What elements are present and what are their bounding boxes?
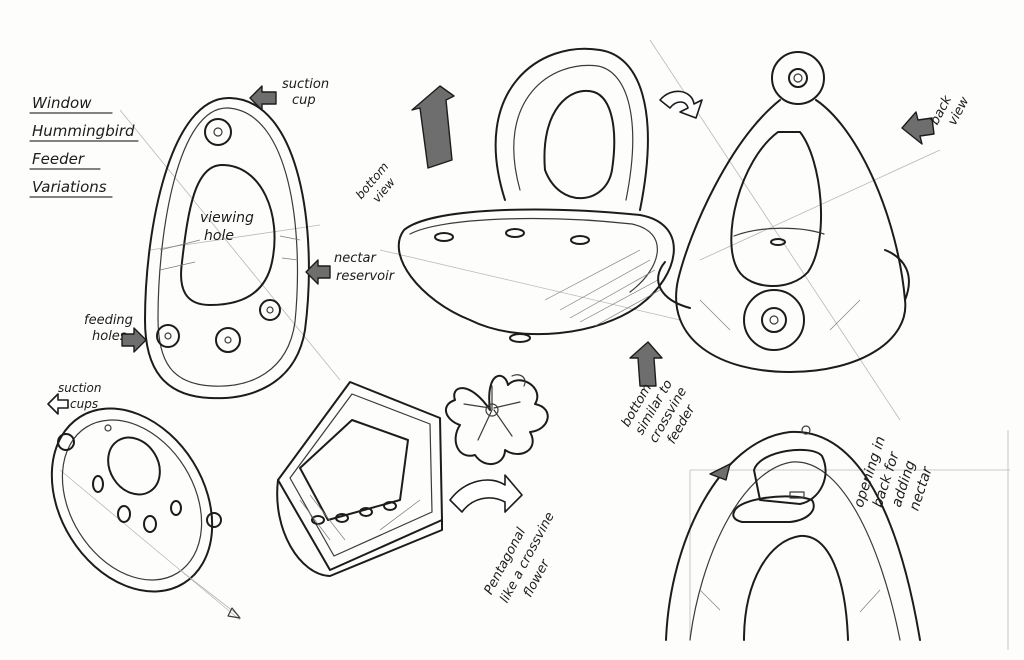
title-line-1: Window: [32, 94, 92, 112]
block-arrow-icon: [47, 393, 69, 415]
label-nectar-reservoir: nectar reservoir: [305, 251, 396, 285]
label-bottom-view: bottom view: [353, 85, 455, 205]
title-line-2: Hummingbird: [32, 122, 135, 140]
rotate-arrow: [659, 90, 703, 119]
back-opening-feeder-sketch: [665, 425, 921, 641]
pentagonal-feeder-sketch: [276, 381, 443, 577]
svg-text:cups: cups: [70, 397, 98, 411]
label-feeding-holes: feeding holes: [84, 313, 147, 353]
block-arrow-icon: [249, 85, 277, 111]
block-arrow-icon: [121, 327, 147, 353]
svg-text:feeding: feeding: [84, 313, 133, 328]
svg-text:reservoir: reservoir: [336, 269, 396, 284]
title-block: Window Hummingbird Feeder Variations: [29, 94, 139, 198]
block-arrow-icon: [901, 111, 935, 145]
block-arrow-icon: [305, 259, 331, 285]
back-view-feeder-sketch: [657, 51, 910, 373]
bottom-view-feeder-sketch: [397, 47, 675, 343]
svg-text:nectar: nectar: [334, 251, 377, 266]
svg-text:cup: cup: [292, 93, 316, 108]
rotate-arrow-icon: [659, 90, 703, 119]
curved-arrow-icon: [449, 474, 523, 513]
block-arrow-icon: [629, 341, 663, 387]
svg-text:suction: suction: [58, 381, 101, 395]
block-arrow-icon: [411, 85, 455, 169]
crossvine-flower-sketch: [445, 374, 549, 465]
label-opening-back: opening in back for adding nectar: [851, 434, 936, 513]
front-view-feeder-sketch: [144, 96, 310, 400]
label-pentagonal: Pentagonal like a crossvine flower: [449, 474, 558, 606]
label-suction-cups: suction cups: [47, 381, 101, 415]
svg-text:viewing: viewing: [200, 210, 254, 226]
label-bottom-similar: bottom similar to crossvine feeder: [619, 341, 699, 447]
svg-text:suction: suction: [282, 77, 329, 92]
svg-text:holes: holes: [92, 329, 127, 344]
pointer-icon: [709, 463, 731, 481]
oval-feeder-sketch: [50, 407, 241, 619]
label-back-view: back view: [901, 93, 973, 145]
svg-text:hole: hole: [204, 228, 234, 244]
title-line-4: Variations: [32, 178, 107, 196]
title-line-3: Feeder: [32, 150, 85, 168]
label-viewing-hole: viewing hole: [200, 210, 254, 244]
label-suction-cup: suction cup: [249, 77, 329, 111]
